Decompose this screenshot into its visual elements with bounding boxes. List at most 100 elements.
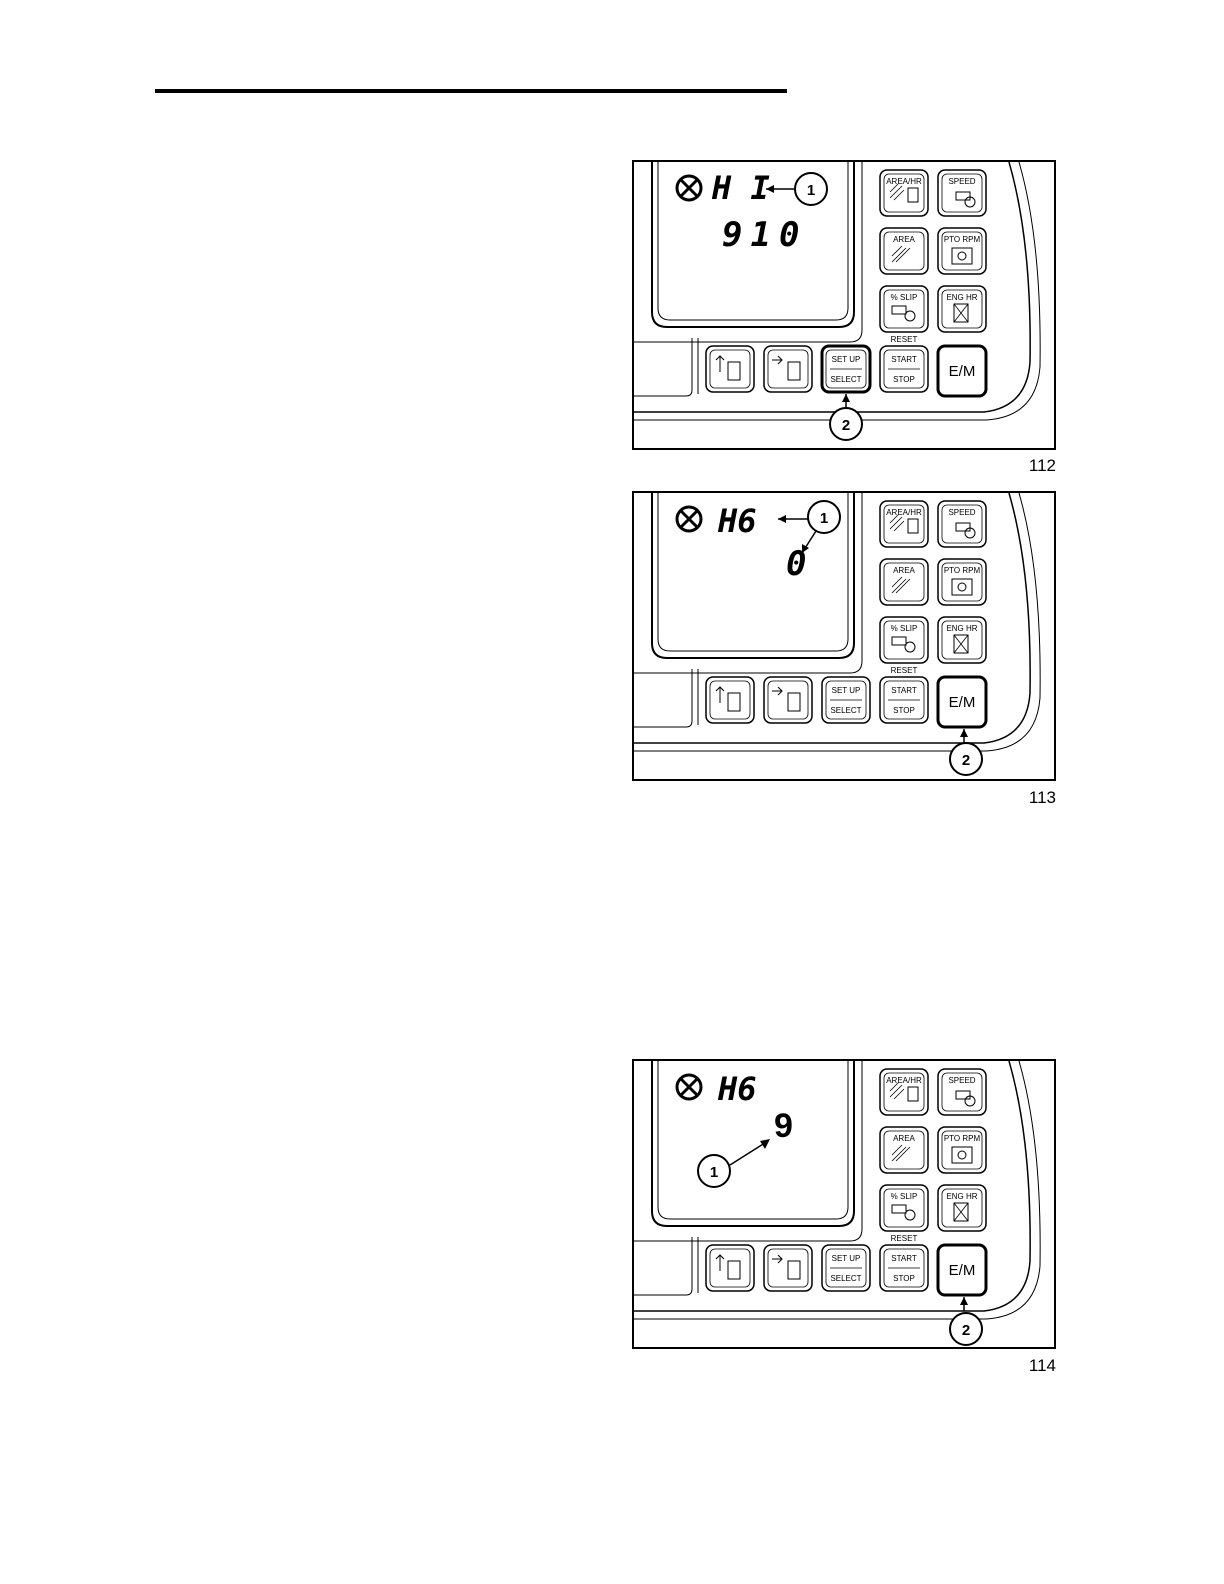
- key-slip-label: % SLIP: [891, 1192, 918, 1201]
- key-start-stop[interactable]: START STOP: [879, 1244, 929, 1292]
- key-slip[interactable]: % SLIP: [879, 616, 929, 664]
- key-start-stop[interactable]: START STOP: [879, 345, 929, 393]
- key-eng-hr-label: ENG HR: [946, 1192, 977, 1201]
- display-value: 0: [786, 544, 806, 584]
- no-signal-icon: [675, 505, 703, 533]
- key-area-hr-label: AREA/HR: [886, 1076, 922, 1085]
- callout-display: 1: [766, 172, 828, 206]
- figure-112: AREA/HR SPEED AREA PTO RPM % SL: [632, 160, 1056, 450]
- display-value: 910: [722, 215, 807, 255]
- callout-button: 2: [949, 1297, 983, 1346]
- figure-113: AREA/HR SPEED AREA PTO RPM % SL: [632, 491, 1056, 781]
- key-scroll-right[interactable]: [763, 345, 813, 393]
- key-area-hr-label: AREA/HR: [886, 508, 922, 517]
- no-signal-icon: [675, 174, 703, 202]
- callout-display: 1: [778, 500, 841, 554]
- key-setup-select[interactable]: SET UP SELECT: [821, 1244, 871, 1292]
- key-pto-rpm[interactable]: PTO RPM: [937, 227, 987, 275]
- figure-number-112: 112: [1028, 456, 1056, 475]
- key-select-label: SELECT: [830, 1274, 861, 1283]
- key-area-label: AREA: [893, 235, 915, 244]
- key-area[interactable]: AREA: [879, 558, 929, 606]
- key-start-label: START: [891, 686, 917, 695]
- key-em-label: E/M: [949, 363, 976, 380]
- key-area-hr-label: AREA/HR: [886, 177, 922, 186]
- key-pto-rpm-label: PTO RPM: [944, 566, 981, 575]
- key-setup-label: SET UP: [832, 355, 861, 364]
- key-stop-label: STOP: [893, 375, 915, 384]
- key-select-label: SELECT: [830, 706, 861, 715]
- key-area-hr[interactable]: AREA/HR: [879, 500, 929, 548]
- key-start-label: START: [891, 1254, 917, 1263]
- reset-label: RESET: [891, 666, 918, 675]
- key-speed-label: SPEED: [948, 508, 975, 517]
- key-em-label: E/M: [949, 1262, 976, 1279]
- callout-display-label: 1: [807, 182, 815, 199]
- key-pto-rpm-label: PTO RPM: [944, 235, 981, 244]
- callout-button: 2: [949, 729, 983, 776]
- key-slip[interactable]: % SLIP: [879, 1184, 929, 1232]
- key-pto-rpm-label: PTO RPM: [944, 1134, 981, 1143]
- key-area-hr[interactable]: AREA/HR: [879, 169, 929, 217]
- callout-button: 2: [829, 394, 863, 441]
- page-header-rule: [155, 89, 787, 93]
- callout-display-label: 1: [820, 510, 828, 527]
- key-eng-hr[interactable]: ENG HR: [937, 285, 987, 333]
- figure-number-113: 113: [1028, 788, 1056, 807]
- display-mode: H I: [711, 169, 770, 207]
- key-em[interactable]: E/M: [936, 344, 988, 398]
- key-speed[interactable]: SPEED: [937, 169, 987, 217]
- key-scroll-right[interactable]: [763, 1244, 813, 1292]
- callout-button-label: 2: [962, 752, 970, 769]
- key-stop-label: STOP: [893, 706, 915, 715]
- key-setup-select[interactable]: SET UP SELECT: [821, 676, 871, 724]
- key-setup-label: SET UP: [832, 1254, 861, 1263]
- display-value: 9: [774, 1107, 793, 1145]
- key-em[interactable]: E/M: [936, 675, 988, 729]
- callout-button-label: 2: [842, 417, 850, 434]
- key-pto-rpm[interactable]: PTO RPM: [937, 558, 987, 606]
- key-stop-label: STOP: [893, 1274, 915, 1283]
- callout-button-label: 2: [962, 1322, 970, 1339]
- key-select-label: SELECT: [830, 375, 861, 384]
- key-area[interactable]: AREA: [879, 1126, 929, 1174]
- key-eng-hr[interactable]: ENG HR: [937, 616, 987, 664]
- key-scroll-up[interactable]: [705, 1244, 755, 1292]
- key-area-hr[interactable]: AREA/HR: [879, 1068, 929, 1116]
- key-eng-hr[interactable]: ENG HR: [937, 1184, 987, 1232]
- monitor-panel-113: AREA/HR SPEED AREA PTO RPM % SL: [634, 493, 1041, 776]
- key-area-label: AREA: [893, 1134, 915, 1143]
- key-speed-label: SPEED: [948, 1076, 975, 1085]
- key-em[interactable]: E/M: [936, 1243, 988, 1297]
- key-eng-hr-label: ENG HR: [946, 624, 977, 633]
- key-slip-label: % SLIP: [891, 293, 918, 302]
- monitor-panel-112: AREA/HR SPEED AREA PTO RPM % SL: [634, 162, 1041, 441]
- callout-display: 1: [697, 1139, 770, 1188]
- key-scroll-up[interactable]: [705, 676, 755, 724]
- callout-display-label: 1: [710, 1164, 718, 1181]
- key-start-label: START: [891, 355, 917, 364]
- key-area-label: AREA: [893, 566, 915, 575]
- key-scroll-up[interactable]: [705, 345, 755, 393]
- key-speed[interactable]: SPEED: [937, 500, 987, 548]
- figure-number-114: 114: [1028, 1356, 1056, 1375]
- key-pto-rpm[interactable]: PTO RPM: [937, 1126, 987, 1174]
- key-eng-hr-label: ENG HR: [946, 293, 977, 302]
- key-scroll-right[interactable]: [763, 676, 813, 724]
- key-slip-label: % SLIP: [891, 624, 918, 633]
- figure-114: AREA/HR SPEED AREA PTO RPM % SL: [632, 1059, 1056, 1349]
- key-start-stop[interactable]: START STOP: [879, 676, 929, 724]
- reset-label: RESET: [891, 335, 918, 344]
- key-setup-select[interactable]: SET UP SELECT: [820, 344, 872, 394]
- display-mode: H6: [717, 1070, 757, 1108]
- key-speed-label: SPEED: [948, 177, 975, 186]
- no-signal-icon: [675, 1073, 703, 1101]
- reset-label: RESET: [891, 1234, 918, 1243]
- monitor-panel-114: AREA/HR SPEED AREA PTO RPM % SL: [634, 1061, 1041, 1346]
- display-mode: H6: [717, 502, 757, 540]
- key-area[interactable]: AREA: [879, 227, 929, 275]
- key-em-label: E/M: [949, 694, 976, 711]
- key-slip[interactable]: % SLIP: [879, 285, 929, 333]
- key-speed[interactable]: SPEED: [937, 1068, 987, 1116]
- key-setup-label: SET UP: [832, 686, 861, 695]
